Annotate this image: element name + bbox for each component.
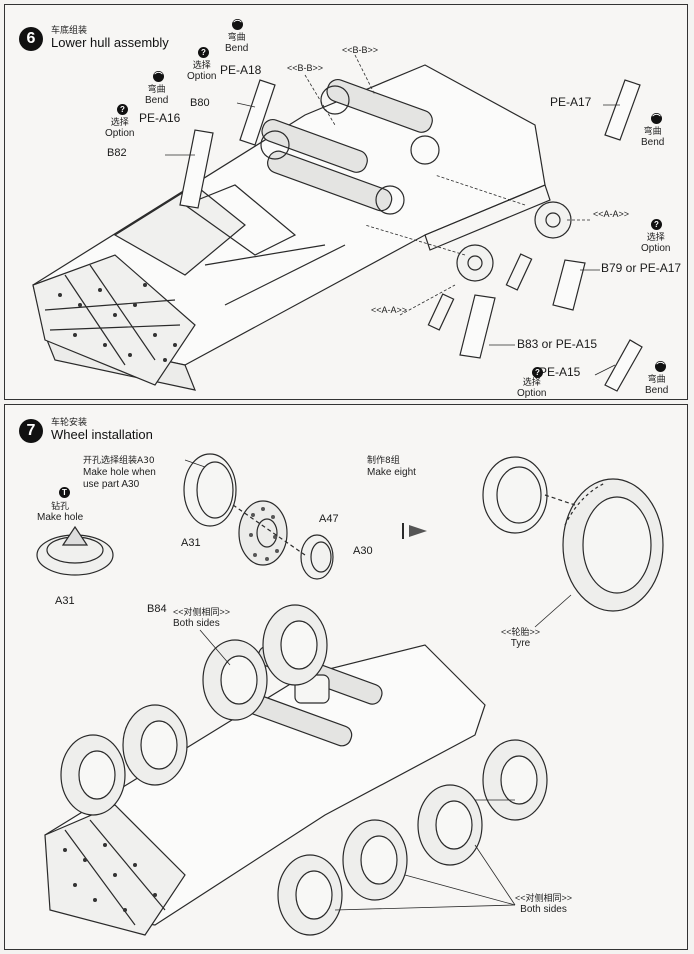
b80-plate (239, 79, 276, 146)
assembled-rim (482, 456, 548, 534)
tyre-label: <<轮胎>>Tyre (501, 627, 541, 649)
wheels-group (60, 604, 548, 936)
label-b79-or-pe-a17: B79 or PE-A17 (601, 261, 682, 275)
step-6-title: Lower hull assembly (51, 35, 169, 50)
label-b83-or-pe-a15: B83 or PE-A15 (517, 337, 598, 351)
step-7-title: Wheel installation (51, 427, 153, 442)
label-bb-section-1: <<B-B>> (287, 63, 324, 73)
hub-right-2 (456, 244, 494, 282)
lower-hull-drawing (32, 54, 643, 392)
pe-a17-plate (604, 79, 641, 141)
label-aa-section-1: <<A-A>> (593, 209, 630, 219)
label-b84: B84 (147, 603, 167, 615)
label-pe-a18: PE-A18 (220, 63, 262, 77)
drill-icon: T (59, 487, 70, 498)
option-icon: ? (117, 104, 128, 115)
bend-icon: ⌒ (153, 71, 164, 82)
a31-rim (183, 453, 237, 527)
both-sides-note-2: <<对侧相同>>Both sides (515, 893, 573, 915)
label-a47: A47 (319, 513, 339, 525)
assembly-arrow (409, 525, 427, 537)
label-a31-left: A31 (55, 595, 75, 607)
label-pe-a15: PE-A15 (539, 365, 581, 379)
hole-note-en-2: use part A30 (83, 479, 140, 490)
b83-plate (459, 294, 496, 359)
step-number-6: 6 (19, 27, 43, 51)
bend-icon: ⌒ (655, 361, 666, 372)
both-sides-cn-1: <<对侧相同>> (173, 607, 231, 617)
make-eight-cn: 制作8组 (367, 456, 400, 466)
hole-note-cn: 开孔选择组装A30 (83, 456, 155, 466)
option-icon: ? (651, 219, 662, 230)
hull-right-side (424, 184, 551, 251)
label-a30: A30 (353, 545, 373, 557)
step-7-panel: 7 车轮安装 Wheel installation 开孔选择组装A30 Make… (4, 404, 688, 950)
b79-plate (552, 259, 586, 311)
label-pe-a16: PE-A16 (139, 111, 181, 125)
a30-ring (300, 534, 334, 580)
hub-right-1 (534, 201, 572, 239)
bend-icon: ⌒ (651, 113, 662, 124)
option-icon: ? (532, 367, 543, 378)
hole-note-en-1: Make hole when (83, 467, 156, 478)
make-eight-en: Make eight (367, 467, 416, 478)
label-aa-section-2: <<A-A>> (371, 305, 408, 315)
option-icon: ? (198, 47, 209, 58)
wheel-installation-drawing (36, 453, 664, 936)
both-sides-en-1: Both sides (173, 618, 220, 629)
bend-icon: ⌒ (232, 19, 243, 30)
label-b80: B80 (190, 97, 210, 109)
label-bb-section-2: <<B-B>> (342, 45, 379, 55)
pe-a15-plate (604, 339, 643, 392)
step-number-7: 7 (19, 419, 43, 443)
step-6-title-cn: 车底组装 (51, 26, 88, 36)
step-7-title-cn: 车轮安装 (51, 418, 88, 428)
label-a31-rim: A31 (181, 537, 201, 549)
label-b82: B82 (107, 147, 127, 159)
label-pe-a17: PE-A17 (550, 95, 592, 109)
